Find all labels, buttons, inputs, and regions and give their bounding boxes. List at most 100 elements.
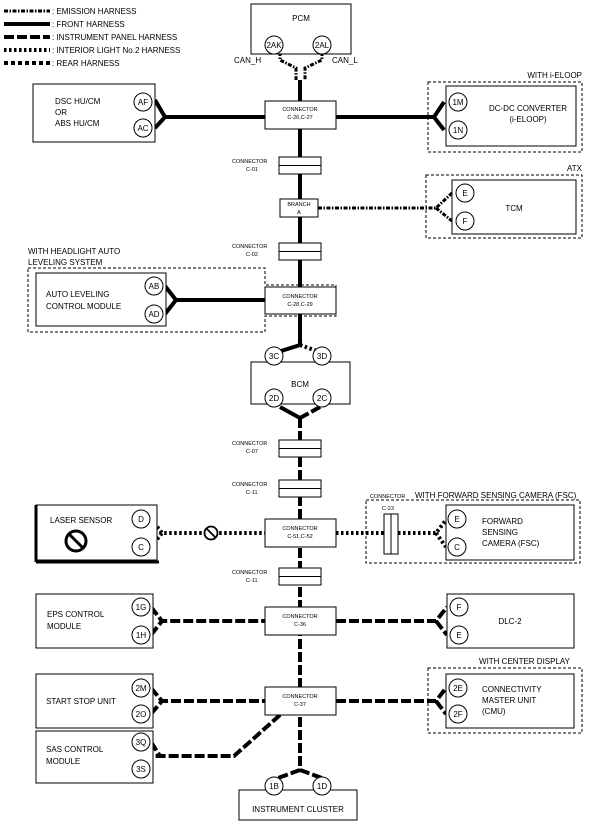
wire-ic-left bbox=[277, 768, 301, 780]
alcm-pin-ab bbox=[144, 276, 164, 296]
connector-c11b-label2: C-11 bbox=[246, 578, 258, 584]
connector-c37-label1: CONNECTOR bbox=[282, 694, 317, 700]
tcm-option-box bbox=[425, 174, 583, 239]
wire-tcm-e bbox=[318, 191, 454, 210]
connector-c07-label1: CONNECTOR bbox=[232, 441, 267, 447]
fsc-pin-c bbox=[447, 537, 467, 557]
pcm-can-h-label: CAN_H bbox=[234, 56, 261, 65]
fsc-option-label: WITH FORWARD SENSING CAMERA (FSC) bbox=[415, 491, 577, 500]
dsc-pin-ac bbox=[133, 118, 153, 138]
tcm-option-label: ATX bbox=[567, 164, 583, 173]
fsc-pin-e bbox=[447, 509, 467, 529]
prohibited-icon-wire-slash bbox=[205, 527, 217, 539]
legend-label-interior: : INTERIOR LIGHT No.2 HARNESS bbox=[52, 46, 180, 55]
bcm-pin-2d bbox=[264, 388, 284, 408]
row-sas: SAS CONTROL MODULE 3Q 3S bbox=[35, 730, 154, 784]
wire-alcm-ab bbox=[163, 284, 265, 302]
ssu-pin-2m bbox=[131, 678, 151, 698]
wire-dsc-ac bbox=[153, 115, 167, 130]
wire-sas-3s bbox=[151, 713, 282, 758]
connector-c51-c52 bbox=[264, 518, 337, 548]
dcdc-pin-1n bbox=[448, 120, 468, 140]
connector-c07-label2: C-07 bbox=[246, 449, 258, 455]
connector-c36-label2: C-36 bbox=[294, 622, 306, 628]
wire-dcdc-1n bbox=[432, 115, 446, 132]
dsc-line1: DSC HU/CM bbox=[55, 97, 101, 106]
dcdc-pin-1n-label: 1N bbox=[453, 126, 463, 135]
alcm-pin-ad bbox=[144, 304, 164, 324]
cmu-box bbox=[445, 673, 575, 729]
connector-c11a-label2: C-11 bbox=[246, 490, 258, 496]
wire-cmu-2e bbox=[336, 686, 448, 703]
pcm-pin-2al-label: 2AL bbox=[315, 41, 330, 50]
wire-ssu-2m bbox=[149, 686, 265, 703]
alcm-option-line1: WITH HEADLIGHT AUTO bbox=[28, 247, 120, 256]
connector-c26-c27 bbox=[264, 100, 337, 130]
connector-c28-label2: C-28,C-29 bbox=[287, 302, 312, 308]
ssu-pin-2o bbox=[131, 704, 151, 724]
alcm-box bbox=[35, 272, 167, 327]
ssu-pin-2o-label: 2O bbox=[136, 710, 147, 719]
dlc-pin-e-label: E bbox=[456, 631, 461, 640]
dcdc-pin-1m bbox=[448, 92, 468, 112]
dcdc-option-box bbox=[427, 81, 583, 153]
connector-c37-label2: C-37 bbox=[294, 702, 306, 708]
dsc-line3: ABS HU/CM bbox=[55, 119, 100, 128]
dcdc-option-label: WITH i-ELOOP bbox=[527, 71, 582, 80]
connector-c11b-group: CONNECTOR C-11 bbox=[232, 567, 322, 586]
ic-pin-1d-label: 1D bbox=[317, 782, 327, 791]
connector-c11a-group: CONNECTOR C-11 bbox=[232, 479, 322, 498]
connector-c51-label1: CONNECTOR bbox=[282, 526, 317, 532]
cmu-option-label: WITH CENTER DISPLAY bbox=[479, 657, 571, 666]
row-laser-fsc: LASER SENSOR D C CONNECTOR C-51,C-52 CON… bbox=[34, 491, 581, 564]
dsc-pin-ac-label: AC bbox=[137, 124, 148, 133]
cmu-pin-2e bbox=[448, 678, 468, 698]
alcm-option-line2: LEVELING SYSTEM bbox=[28, 258, 103, 267]
connector-c02-label2: C-02 bbox=[246, 252, 258, 258]
wire-dsc-af bbox=[153, 98, 265, 119]
wire-cmu-2f bbox=[434, 699, 448, 716]
tcm-pin-e-label: E bbox=[462, 189, 467, 198]
connector-c01-label1: CONNECTOR bbox=[232, 159, 267, 165]
ssu-pin-2m-label: 2M bbox=[135, 684, 146, 693]
dcdc-line2: (i-ELOOP) bbox=[509, 115, 547, 124]
cmu-line2: MASTER UNIT bbox=[482, 696, 536, 705]
sas-pin-3q-label: 3Q bbox=[136, 738, 147, 747]
dsc-pin-af-label: AF bbox=[138, 98, 148, 107]
eps-pin-1g-label: 1G bbox=[136, 603, 147, 612]
sas-pin-3s bbox=[131, 759, 151, 779]
bcm-pin-3d bbox=[312, 346, 332, 366]
legend-label-emission: : EMISSION HARNESS bbox=[52, 7, 136, 16]
fsc-pin-e-label: E bbox=[454, 515, 459, 524]
ic-box bbox=[238, 789, 358, 821]
laser-pin-c bbox=[131, 537, 151, 557]
connector-c23-label2: C-23 bbox=[382, 506, 394, 512]
ic-title: INSTRUMENT CLUSTER bbox=[252, 805, 344, 814]
wire-bcm-bottom-right bbox=[299, 405, 321, 420]
sas-line2: MODULE bbox=[46, 757, 80, 766]
branch-a-label2: A bbox=[297, 210, 301, 216]
fsc-line2: SENSING bbox=[482, 528, 518, 537]
row-auto-leveling: WITH HEADLIGHT AUTO LEVELING SYSTEM AUTO… bbox=[27, 247, 337, 333]
wire-tcm-f bbox=[435, 206, 453, 223]
bcm-pin-2d-label: 2D bbox=[269, 394, 279, 403]
dcdc-pin-1m-label: 1M bbox=[452, 98, 463, 107]
wire-pcm-can-l bbox=[303, 52, 324, 80]
legend: : EMISSION HARNESS : FRONT HARNESS : INS… bbox=[4, 7, 180, 68]
wire-ic-right bbox=[299, 768, 323, 780]
connector-c37 bbox=[264, 686, 337, 716]
connector-c01-group: CONNECTOR C-01 bbox=[232, 156, 322, 175]
connector-c02-label1: CONNECTOR bbox=[232, 244, 267, 250]
legend-label-front: : FRONT HARNESS bbox=[52, 20, 125, 29]
bcm-pin-2c-label: 2C bbox=[317, 394, 327, 403]
eps-line1: EPS CONTROL bbox=[47, 610, 105, 619]
connector-c11b-label1: CONNECTOR bbox=[232, 570, 267, 576]
dlc-box bbox=[446, 593, 575, 649]
bcm-pin-3d-label: 3D bbox=[317, 352, 327, 361]
dsc-line2: OR bbox=[55, 108, 67, 117]
laser-title: LASER SENSOR bbox=[50, 516, 112, 525]
sas-pin-3q bbox=[131, 732, 151, 752]
eps-pin-1h bbox=[131, 625, 151, 645]
tcm-pin-f-label: F bbox=[463, 217, 468, 226]
alcm-option-box bbox=[27, 267, 337, 333]
